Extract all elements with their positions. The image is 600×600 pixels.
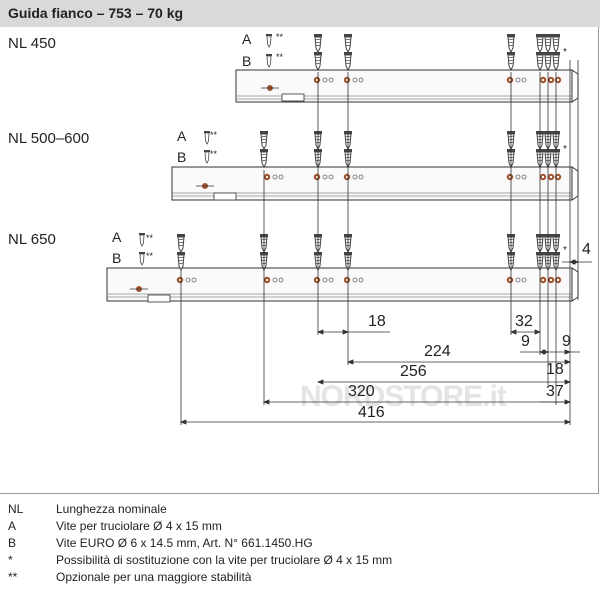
legend-key: ** [8, 570, 18, 584]
marker-a-nl500: A [177, 128, 187, 144]
rail-nl450 [235, 69, 579, 103]
dimension-lines [179, 259, 592, 425]
legend-text: Vite per truciolare Ø 4 x 15 mm [56, 519, 222, 533]
legend-text: Lunghezza nominale [56, 502, 167, 516]
legend-key: B [8, 536, 17, 550]
diagram-title: Guida fianco – 753 – 70 kg [8, 5, 184, 21]
dim-18-lower: 18 [546, 361, 564, 378]
rail-nl500-600 [171, 166, 579, 201]
rail-label-nl450: NL 450 [8, 35, 56, 52]
marker-a-nl650: A [112, 229, 122, 245]
dim-320: 320 [348, 383, 375, 400]
diagram-frame [0, 27, 599, 494]
marker-b-nl650: B [112, 250, 122, 266]
legend-text: Possibilità di sostituzione con la vite … [56, 553, 393, 567]
legend-key: A [8, 519, 17, 533]
legend-text: Opzionale per una maggiore stabilità [56, 570, 252, 584]
star-rear-nl500: * [563, 144, 567, 155]
star-a-nl450: ** [276, 32, 284, 42]
marker-b-nl500: B [177, 149, 187, 165]
star-b-nl500: ** [210, 149, 218, 159]
marker-a-nl450: A [242, 31, 252, 47]
header-bar: Guida fianco – 753 – 70 kg [0, 0, 600, 27]
rail-label-nl650: NL 650 [8, 231, 56, 248]
rail-nl650 [106, 267, 579, 303]
dim-9-left: 9 [521, 333, 530, 350]
star-a-nl650: ** [146, 233, 154, 243]
star-b-nl450: ** [276, 52, 284, 62]
dim-4: 4 [582, 241, 591, 258]
legend-text: Vite EURO Ø 6 x 14.5 mm, Art. N° 661.145… [56, 536, 313, 550]
legend-key: NL [8, 502, 24, 516]
extension-lines [180, 60, 579, 425]
dim-37: 37 [546, 383, 564, 400]
dim-9-right: 9 [562, 333, 571, 350]
dim-18: 18 [368, 313, 386, 330]
dim-256: 256 [400, 363, 427, 380]
star-a-nl500: ** [210, 130, 218, 140]
dim-416: 416 [358, 404, 385, 421]
star-rear-nl650: * [563, 245, 567, 256]
screws-nl650 [176, 233, 561, 271]
legend-key: * [8, 553, 13, 567]
star-rear-nl450: * [563, 47, 567, 58]
dim-224: 224 [424, 343, 451, 360]
watermark: NORDSTORE.it [300, 380, 507, 413]
dim-32: 32 [515, 313, 533, 330]
marker-b-nl450: B [242, 53, 252, 69]
rail-label-nl500-600: NL 500–600 [8, 130, 90, 147]
star-b-nl650: ** [146, 251, 154, 261]
